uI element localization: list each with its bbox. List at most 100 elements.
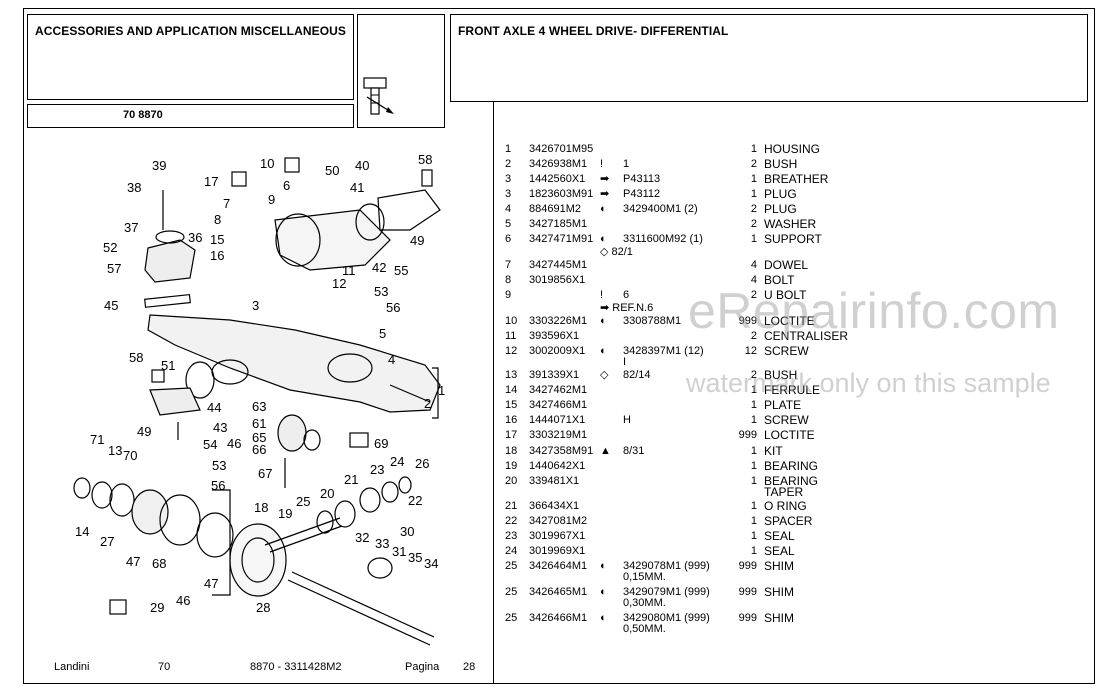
section-title: ACCESSORIES AND APPLICATION MISCELLANEOU… bbox=[35, 24, 347, 38]
svg-text:38: 38 bbox=[127, 180, 141, 195]
parts-subline: 0,30MM. bbox=[623, 597, 666, 609]
group-title: FRONT AXLE 4 WHEEL DRIVE- DIFFERENTIAL bbox=[458, 24, 729, 38]
svg-text:46: 46 bbox=[227, 436, 241, 451]
svg-text:13: 13 bbox=[108, 443, 122, 458]
svg-text:58: 58 bbox=[129, 350, 143, 365]
svg-text:66: 66 bbox=[252, 442, 266, 457]
svg-text:40: 40 bbox=[355, 158, 369, 173]
svg-text:25: 25 bbox=[296, 494, 310, 509]
svg-text:68: 68 bbox=[152, 556, 166, 571]
svg-text:53: 53 bbox=[212, 458, 226, 473]
svg-text:1: 1 bbox=[438, 383, 445, 398]
svg-text:30: 30 bbox=[400, 524, 414, 539]
svg-text:26: 26 bbox=[415, 456, 429, 471]
svg-text:43: 43 bbox=[213, 420, 227, 435]
svg-text:2: 2 bbox=[424, 396, 431, 411]
svg-text:58: 58 bbox=[418, 152, 432, 167]
svg-text:36: 36 bbox=[188, 230, 202, 245]
svg-text:7: 7 bbox=[223, 196, 230, 211]
svg-text:49: 49 bbox=[137, 424, 151, 439]
svg-text:69: 69 bbox=[374, 436, 388, 451]
section-title-box: ACCESSORIES AND APPLICATION MISCELLANEOU… bbox=[27, 14, 354, 100]
svg-text:3: 3 bbox=[252, 298, 259, 313]
parts-subline: ◇ 82/1 bbox=[600, 246, 633, 258]
column-divider bbox=[493, 102, 494, 684]
svg-text:33: 33 bbox=[375, 536, 389, 551]
svg-text:12: 12 bbox=[332, 276, 346, 291]
svg-text:8: 8 bbox=[214, 212, 221, 227]
svg-text:41: 41 bbox=[350, 180, 364, 195]
svg-text:34: 34 bbox=[424, 556, 438, 571]
svg-text:15: 15 bbox=[210, 232, 224, 247]
svg-text:65: 65 bbox=[252, 430, 266, 445]
svg-text:42: 42 bbox=[372, 260, 386, 275]
svg-text:45: 45 bbox=[104, 298, 118, 313]
section-code: 70 8870 bbox=[123, 109, 163, 121]
svg-text:4: 4 bbox=[388, 352, 395, 367]
footer-page-number: 28 bbox=[463, 661, 476, 673]
svg-text:67: 67 bbox=[258, 466, 272, 481]
svg-text:23: 23 bbox=[370, 462, 384, 477]
svg-text:51: 51 bbox=[161, 358, 175, 373]
svg-text:49: 49 bbox=[410, 233, 424, 248]
svg-text:17: 17 bbox=[204, 174, 218, 189]
svg-text:32: 32 bbox=[355, 530, 369, 545]
svg-text:37: 37 bbox=[124, 220, 138, 235]
svg-text:31: 31 bbox=[392, 544, 406, 559]
svg-text:16: 16 bbox=[210, 248, 224, 263]
svg-text:56: 56 bbox=[211, 478, 225, 493]
svg-text:11: 11 bbox=[342, 263, 356, 278]
svg-text:39: 39 bbox=[152, 158, 166, 173]
svg-text:10: 10 bbox=[260, 156, 274, 171]
parts-subline: I bbox=[623, 356, 627, 368]
svg-text:20: 20 bbox=[320, 486, 334, 501]
svg-text:57: 57 bbox=[107, 261, 121, 276]
svg-text:52: 52 bbox=[103, 240, 117, 255]
svg-text:5: 5 bbox=[379, 326, 386, 341]
footer-brand: Landini bbox=[54, 661, 90, 673]
svg-text:50: 50 bbox=[325, 163, 339, 178]
parts-subline: TAPER bbox=[764, 485, 804, 499]
svg-text:71: 71 bbox=[90, 432, 104, 447]
footer-page-label: Pagina bbox=[405, 661, 440, 673]
parts-sheet bbox=[23, 8, 1095, 684]
svg-text:9: 9 bbox=[268, 192, 275, 207]
svg-text:47: 47 bbox=[126, 554, 140, 569]
svg-text:61: 61 bbox=[252, 416, 266, 431]
parts-subline: 0,50MM. bbox=[623, 623, 666, 635]
axle-symbol-box bbox=[357, 14, 445, 128]
watermark-note: watermark only on this sample bbox=[686, 368, 1051, 398]
subline-symbol: ➡ bbox=[600, 302, 613, 314]
svg-text:24: 24 bbox=[390, 454, 404, 469]
svg-text:28: 28 bbox=[256, 600, 270, 615]
svg-text:47: 47 bbox=[204, 576, 218, 591]
svg-text:21: 21 bbox=[344, 472, 358, 487]
watermark-site: eRepairinfo.com bbox=[688, 283, 1060, 339]
svg-text:19: 19 bbox=[278, 506, 292, 521]
svg-text:44: 44 bbox=[207, 400, 221, 415]
